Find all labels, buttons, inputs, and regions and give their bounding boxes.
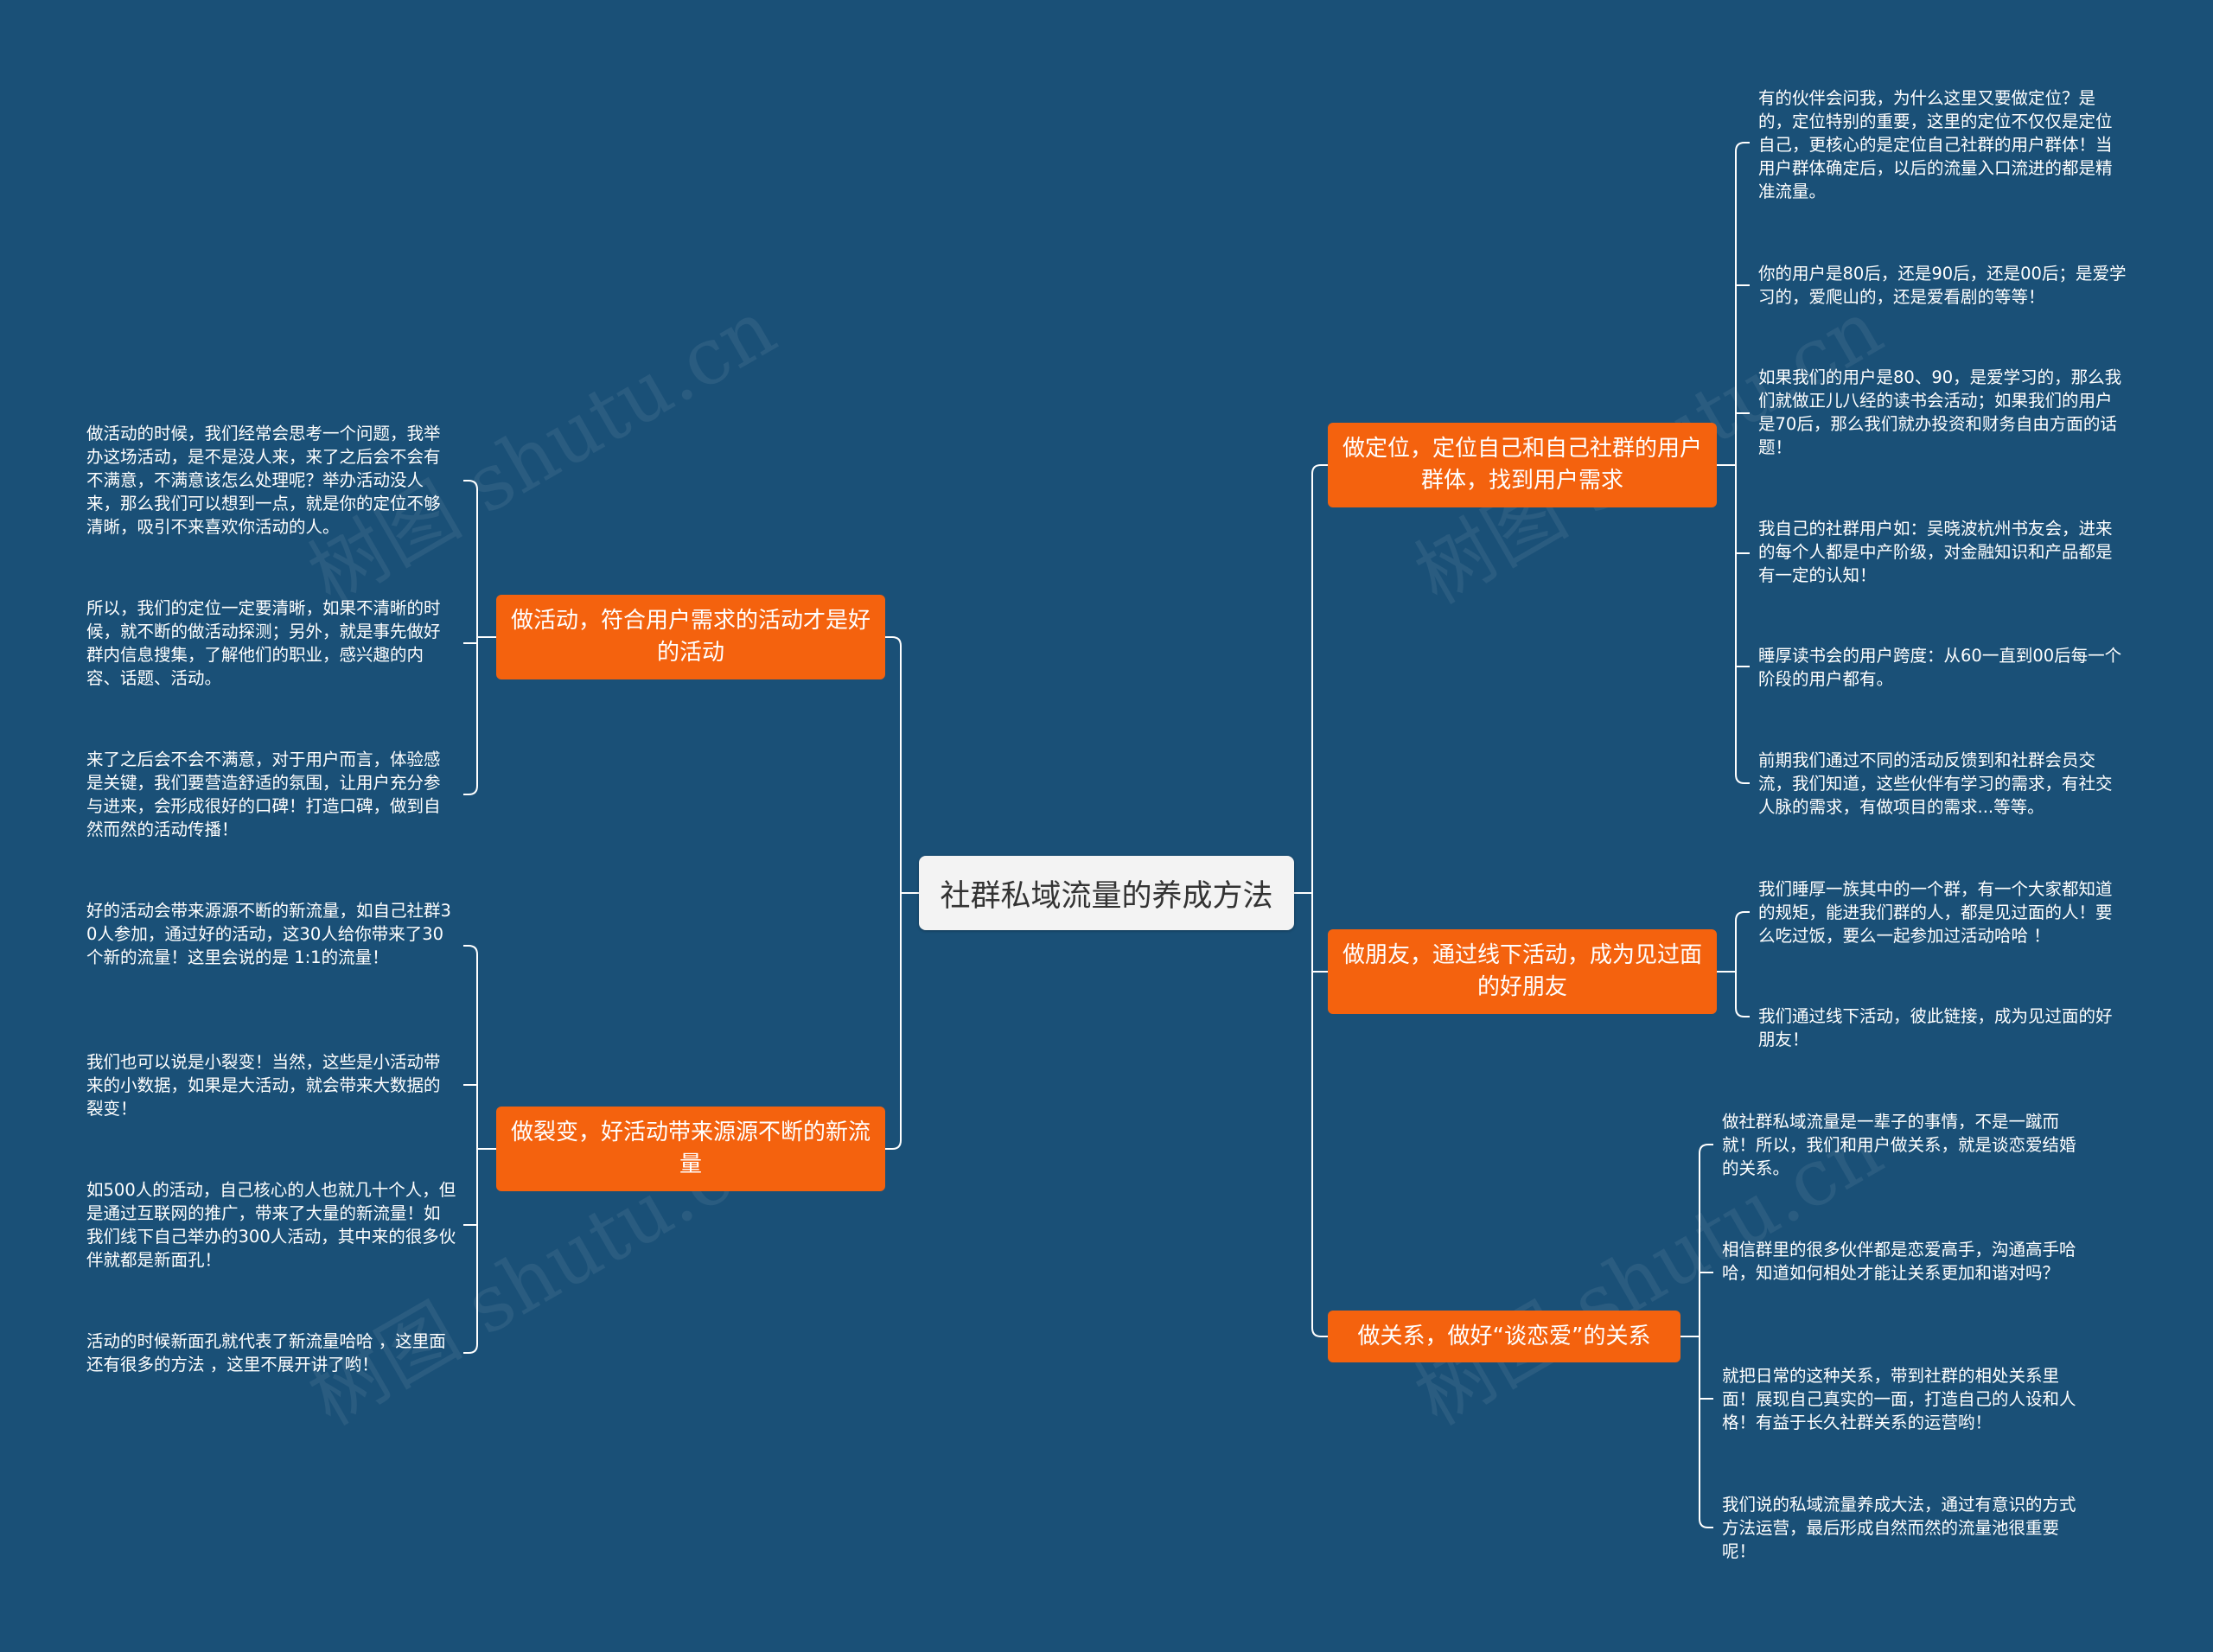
leaf-text: 就把日常的这种关系，带到社群的相处关系里面！展现自己真实的一面，打造自己的人设和… <box>1722 1366 2076 1432</box>
leaf-text: 做社群私域流量是一辈子的事情，不是一蹴而就！所以，我们和用户做关系，就是谈恋爱结… <box>1722 1112 2076 1178</box>
connector-branch-leaves <box>463 785 478 795</box>
branch-node-relationship[interactable]: 做关系，做好“谈恋爱”的关系 <box>1328 1311 1680 1362</box>
leaf-text: 相信群里的很多伙伴都是恋爱高手，沟通高手哈哈，知道如何相处才能让关系更加和谐对吗… <box>1722 1240 2076 1283</box>
leaf-text: 我们通过线下活动，彼此链接，成为见过面的好朋友！ <box>1758 1006 2113 1049</box>
connector-branch-leaves <box>463 945 478 955</box>
connector-branch-leaves <box>1735 1007 1750 1017</box>
leaf-text: 做活动的时候，我们经常会思考一个问题，我举办这场活动，是不是没人来，来了之后会不… <box>86 424 441 537</box>
leaf-text: 我们说的私域流量养成大法，通过有意识的方式方法运营，最后形成自然而然的流量池很重… <box>1722 1495 2076 1561</box>
leaf-text: 你的用户是80后，还是90后，还是00后；是爱学习的，爱爬山的，还是爱看剧的等等… <box>1758 264 2127 307</box>
leaf-text: 如500人的活动，自己核心的人也就几十个人，但是通过互联网的推广，带来了大量的新… <box>86 1180 456 1270</box>
leaf-text: 活动的时候新面孔就代表了新流量哈哈 ，这里面还有很多的方法 ，这里不展开讲了哟！ <box>86 1331 446 1375</box>
leaf-text: 好的活动会带来源源不断的新流量，如自己社群30人参加，通过好的活动，这30人给你… <box>86 901 451 967</box>
connector-branch-leaves <box>1735 911 1750 922</box>
branch-node-activity[interactable]: 做活动，符合用户需求的活动才是好的活动 <box>496 595 885 679</box>
connector-branch-leaves <box>1735 142 1750 152</box>
branch-node-positioning[interactable]: 做定位，定位自己和自己社群的用户群体，找到用户需求 <box>1328 423 1717 507</box>
connector-branch-leaves <box>1699 1144 1713 1154</box>
root-node[interactable]: 社群私域流量的养成方法 <box>919 856 1294 930</box>
connector-root-right <box>1311 464 1328 475</box>
connector-root-right <box>1311 1327 1328 1337</box>
leaf-text: 睡厚读书会的用户跨度：从60一直到00后每一个阶段的用户都有。 <box>1758 646 2122 689</box>
leaf-text: 我们也可以说是小裂变！当然，这些是小活动带来的小数据，如果是大活动，就会带来大数… <box>86 1052 441 1119</box>
connector-branch-leaves <box>1699 1518 1713 1528</box>
leaf-text: 有的伙伴会问我，为什么这里又要做定位？是的，定位特别的重要，这里的定位不仅仅是定… <box>1758 88 2113 201</box>
leaf-text: 来了之后会不会不满意，对于用户而言，体验感是关键，我们要营造舒适的氛围，让用户充… <box>86 749 441 839</box>
branch-node-fission[interactable]: 做裂变，好活动带来源源不断的新流量 <box>496 1107 885 1191</box>
leaf-text: 前期我们通过不同的活动反馈到和社群会员交流，我们知道，这些伙伴有学习的需求，有社… <box>1758 750 2113 817</box>
leaf-text: 我自己的社群用户如：吴晓波杭州书友会，进来的每个人都是中产阶级，对金融知识和产品… <box>1758 519 2113 585</box>
connector-branch-leaves <box>463 480 478 490</box>
branch-node-friends[interactable]: 做朋友，通过线下活动，成为见过面的好朋友 <box>1328 929 1717 1014</box>
leaf-text: 所以，我们的定位一定要清晰，如果不清晰的时候，就不断的做活动探测；另外，就是事先… <box>86 598 441 688</box>
connector-root-left <box>885 636 902 647</box>
connector-branch-leaves <box>463 1343 478 1354</box>
connector-root-left <box>885 1139 902 1150</box>
connector-branch-leaves <box>1735 774 1750 784</box>
leaf-text: 如果我们的用户是80、90，是爱学习的，那么我们就做正儿八经的读书会活动；如果我… <box>1758 367 2122 457</box>
leaf-text: 我们睡厚一族其中的一个群，有一个大家都知道的规矩，能进我们群的人，都是见过面的人… <box>1758 879 2113 946</box>
